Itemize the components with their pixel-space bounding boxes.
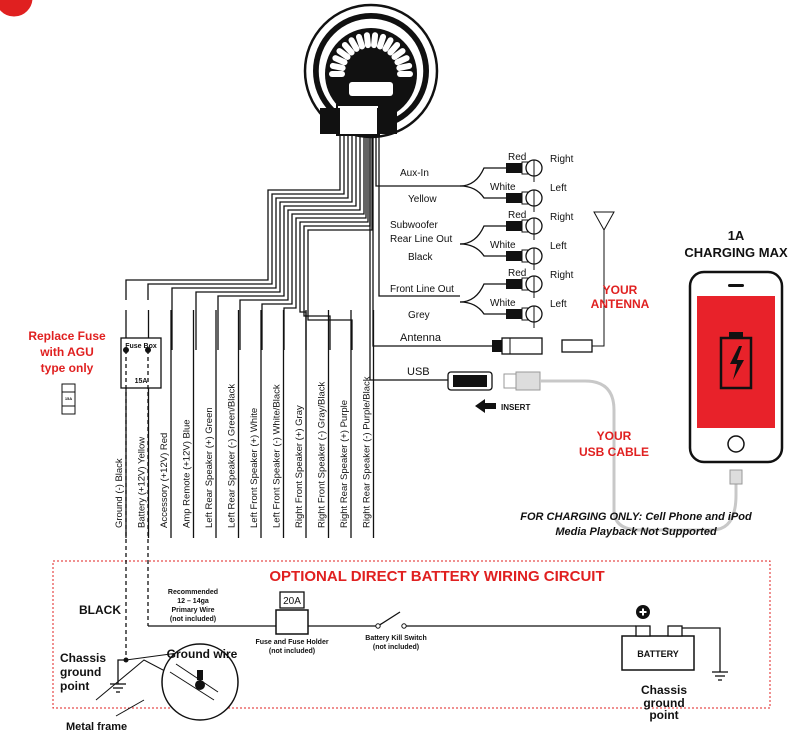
battery-circuit-wiring: [95, 347, 728, 721]
rca-right-label: Right: [550, 154, 574, 165]
harness-wire-label: Left Front Speaker (-) White/Black: [272, 384, 283, 528]
battery-icon: BATTERY: [621, 605, 695, 671]
harness-wire-label: Right Rear Speaker (+) Purple: [339, 400, 350, 528]
fuse-rating: 20A: [283, 596, 301, 607]
rca-top-color: Red: [508, 268, 526, 279]
inline-fuse-box: Fuse Box 15A: [120, 337, 162, 389]
chassis-left-3: point: [60, 679, 89, 693]
kill-switch-2: (not included): [373, 644, 419, 651]
kill-switch-1: Battery Kill Switch: [365, 635, 426, 642]
harness-wire-label: Right Front Speaker (+) Gray: [294, 405, 305, 528]
fuse-box-rating: 15A: [135, 378, 148, 385]
chassis-left-2: ground: [60, 665, 101, 679]
chassis-left-1: Chassis: [60, 651, 106, 665]
usb-callout-2: USB CABLE: [579, 445, 649, 459]
fuse-holder-1: Fuse and Fuse Holder: [255, 639, 328, 646]
rca-bottom-color: White: [490, 182, 516, 193]
step-badge: [0, 0, 36, 20]
rca-groups: Aux-InYellowRedWhiteRightLeftSubwooferRe…: [390, 152, 574, 328]
harness-wire-label: Right Rear Speaker (-) Purple/Black: [362, 376, 373, 528]
rca-wire-color: Black: [408, 252, 433, 263]
harness-wire-label: Accessory (+12V) Red: [159, 433, 170, 528]
phone-icon: [688, 270, 784, 464]
rca-group-label: Subwoofer: [390, 220, 438, 231]
recommended-1: Recommended: [168, 589, 218, 596]
harness-wire-label: Battery (+12V) Yellow: [137, 437, 148, 528]
charging-note-1: FOR CHARGING ONLY: Cell Phone and iPod: [520, 511, 752, 523]
insert-label: INSERT: [501, 403, 530, 412]
rca-top-color: Red: [508, 152, 526, 163]
black-wire-label: BLACK: [79, 603, 121, 617]
harness-wire-label: Left Rear Speaker (+) Green: [204, 407, 215, 528]
rca-right-label: Right: [550, 212, 574, 223]
rca-left-label: Left: [550, 183, 567, 194]
recommended-4: (not included): [170, 616, 216, 623]
harness-labels: Ground (-) Black Battery (+12V) Yellow Acc…: [114, 376, 373, 528]
spare-fuse-icon: 15A: [61, 383, 76, 415]
chassis-right-3: point: [649, 708, 678, 722]
recommended-2: 12 – 14ga: [177, 598, 209, 605]
metal-frame-label: Metal frame: [66, 721, 127, 733]
fuse-note-line1: Replace Fuse: [28, 329, 106, 343]
charging-callout-2: CHARGING MAX: [684, 245, 788, 260]
antenna-plug: [492, 211, 615, 355]
harness-wire-label: Left Rear Speaker (-) Green/Black: [227, 384, 238, 528]
fuse-note-line3: type only: [41, 361, 94, 375]
spare-fuse-label: 15A: [65, 396, 72, 401]
rca-bottom-color: White: [490, 298, 516, 309]
battery-label: BATTERY: [637, 649, 679, 659]
rca-group-label: Front Line Out: [390, 284, 454, 295]
rca-left-label: Left: [550, 241, 567, 252]
rca-wire-color: Yellow: [408, 194, 437, 205]
stereo-unit: [303, 3, 439, 139]
harness-wire-label: Ground (-) Black: [114, 458, 125, 528]
rca-wire-color: Grey: [408, 310, 430, 321]
rca-bottom-color: White: [490, 240, 516, 251]
rca-right-label: Right: [550, 270, 574, 281]
usb-label: USB: [407, 366, 430, 378]
antenna-label: Antenna: [400, 332, 442, 344]
fuse-box-label: Fuse Box: [125, 343, 157, 350]
rca-group-label: Aux-In: [400, 168, 429, 179]
charging-callout-1: 1A: [728, 228, 745, 243]
rca-group-label: Rear Line Out: [390, 234, 452, 245]
usb-callout-1: YOUR: [597, 429, 632, 443]
usb-connector: [447, 371, 743, 532]
fuse-holder: 20A: [275, 591, 309, 635]
antenna-callout-1: YOUR: [603, 283, 638, 297]
rca-left-label: Left: [550, 299, 567, 310]
insert-arrow-icon: [475, 399, 496, 413]
charging-note-2: Media Playback Not Supported: [555, 526, 717, 538]
harness-wire-label: Amp Remote (+12V) Blue: [182, 419, 193, 528]
battery-circuit-title: OPTIONAL DIRECT BATTERY WIRING CIRCUIT: [269, 568, 604, 585]
fuse-note-line2: with AGU: [39, 345, 94, 359]
fuse-holder-2: (not included): [269, 648, 315, 655]
antenna-callout-2: ANTENNA: [591, 297, 650, 311]
wire-bundle: [125, 135, 492, 381]
harness-wire-label: Left Front Speaker (+) White: [249, 408, 260, 528]
ground-wire-label: Ground wire: [167, 647, 238, 661]
chassis-right-1: Chassis: [641, 683, 687, 697]
recommended-3: Primary Wire: [171, 607, 214, 614]
chassis-right-2: ground: [643, 696, 684, 710]
rca-top-color: Red: [508, 210, 526, 221]
harness-wire-label: Right Front Speaker (-) Gray/Black: [317, 382, 328, 528]
